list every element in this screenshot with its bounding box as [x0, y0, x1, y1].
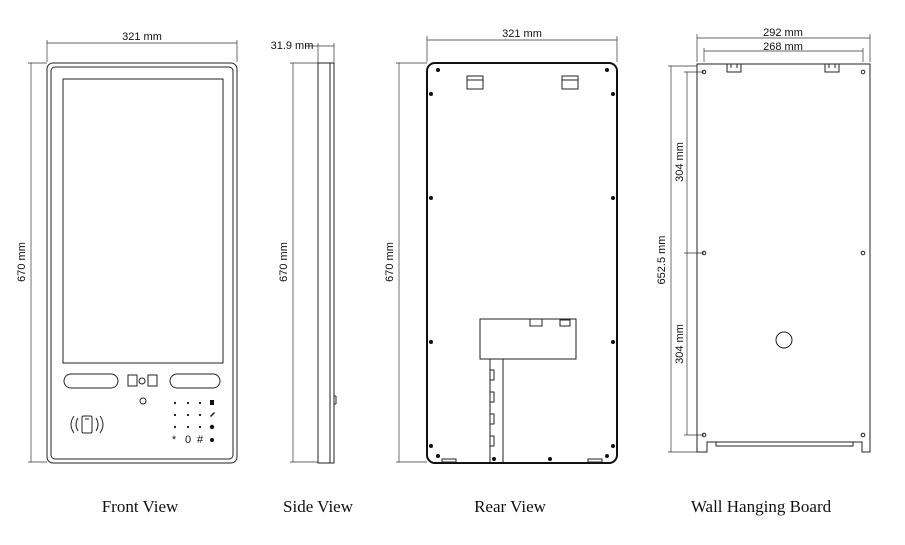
rear-height-label: 670 mm [384, 242, 396, 282]
keypad-hash: # [197, 434, 204, 446]
wall-mount-holes [701, 69, 866, 438]
wall-outer-width-label: 292 mm [763, 27, 803, 39]
rear-view: 321 mm 670 mm [384, 28, 618, 516]
wall-cable-hole [775, 331, 793, 349]
front-screen [62, 78, 224, 364]
front-camera-left [127, 374, 138, 387]
front-width-label: 321 mm [122, 31, 162, 43]
side-depth-label: 31.9 mm [271, 40, 314, 52]
side-view-caption: Side View [283, 497, 354, 516]
front-camera-right [147, 374, 158, 387]
front-camera-lens [138, 377, 146, 385]
keypad-lock-icon [209, 424, 215, 430]
wall-inner-width-label: 268 mm [763, 41, 803, 53]
front-body-outline [46, 62, 238, 464]
wall-lower-segment-label: 304 mm [674, 324, 686, 364]
keypad-star: * [172, 434, 177, 446]
wall-board-outline [696, 63, 871, 453]
keypad-call-icon [210, 438, 214, 442]
rear-connector-notch [529, 318, 543, 327]
keypad-key-icon [210, 412, 215, 417]
rear-view-caption: Rear View [474, 497, 547, 516]
side-body-outline [317, 62, 335, 464]
rear-cable-channel [489, 359, 504, 462]
keypad-bell-icon [210, 400, 214, 405]
rear-width-label: 321 mm [502, 28, 542, 40]
rear-screw-holes [429, 68, 615, 461]
wall-top-tab-right [824, 64, 840, 73]
wall-board-view: 292 mm 268 mm 652.5 mm 304 mm 304 mm [656, 27, 871, 516]
side-view: 31.9 mm 670 mm Side View [271, 40, 354, 516]
side-height-label: 670 mm [278, 242, 290, 282]
rear-bottom-slot-left [441, 458, 457, 463]
front-speaker-left [63, 373, 119, 389]
front-speaker-right [169, 373, 221, 389]
front-light-sensor [139, 397, 147, 405]
wall-upper-segment-label: 304 mm [674, 142, 686, 182]
card-reader-icon [70, 415, 104, 434]
keypad-zero: 0 [185, 434, 191, 446]
rear-connector-port [559, 319, 571, 327]
rear-hook-left [466, 75, 484, 90]
front-view-caption: Front View [102, 497, 179, 516]
wall-top-tab-left [726, 64, 742, 73]
rear-bottom-slot-right [587, 458, 603, 463]
wall-total-height-label: 652.5 mm [656, 236, 668, 285]
front-view: 321 mm 670 mm [16, 31, 238, 516]
rear-hook-right [561, 75, 579, 90]
wall-view-caption: Wall Hanging Board [691, 497, 832, 516]
front-body-bezel [50, 66, 234, 460]
front-height-label: 670 mm [16, 242, 28, 282]
rear-body-outline [426, 62, 618, 464]
rear-connector-box [479, 318, 577, 360]
keypad: * 0 # [172, 400, 215, 446]
